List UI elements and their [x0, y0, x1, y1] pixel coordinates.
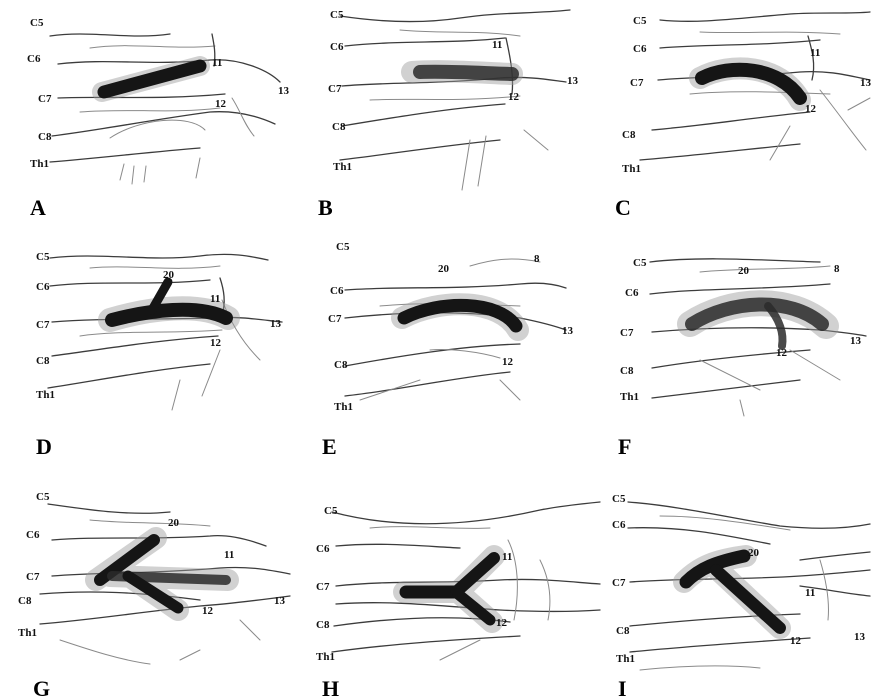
- label-11: 11: [224, 549, 234, 561]
- label-13: 13: [860, 77, 872, 89]
- panel-a: C5 C6 C7 C8 Th1 11 12 13 A: [27, 17, 290, 220]
- label-20: 20: [168, 517, 180, 529]
- label-13: 13: [562, 325, 574, 337]
- label-c7: C7: [316, 581, 330, 593]
- label-th1: Th1: [30, 158, 49, 170]
- label-th1: Th1: [36, 389, 55, 401]
- label-13: 13: [567, 75, 579, 87]
- label-13: 13: [278, 85, 290, 97]
- label-c5: C5: [612, 493, 626, 505]
- panel-label-i: I: [618, 676, 627, 700]
- label-13: 13: [854, 631, 866, 643]
- panel-label-f: F: [618, 434, 631, 459]
- panel-label-c: C: [615, 195, 631, 220]
- label-12: 12: [215, 98, 227, 110]
- label-c7: C7: [328, 313, 342, 325]
- label-20: 20: [438, 263, 450, 275]
- panel-label-h: H: [322, 676, 339, 700]
- label-20: 20: [748, 547, 760, 559]
- label-c7: C7: [620, 327, 634, 339]
- label-c5: C5: [633, 15, 647, 27]
- label-12: 12: [210, 337, 222, 349]
- label-12: 12: [502, 356, 514, 368]
- panel-c: C5 C6 C7 C8 Th1 11 12 13 C: [615, 12, 872, 220]
- panel-label-b: B: [318, 195, 333, 220]
- label-c6: C6: [330, 41, 344, 53]
- label-c6: C6: [36, 281, 50, 293]
- label-13: 13: [270, 318, 282, 330]
- label-13: 13: [274, 595, 286, 607]
- label-11: 11: [810, 47, 820, 59]
- label-13: 13: [850, 335, 862, 347]
- label-11: 11: [492, 39, 502, 51]
- label-c7: C7: [630, 77, 644, 89]
- label-th1: Th1: [620, 391, 639, 403]
- label-c5: C5: [633, 257, 647, 269]
- label-8: 8: [534, 253, 540, 265]
- label-c6: C6: [612, 519, 626, 531]
- label-th1: Th1: [18, 627, 37, 639]
- label-c6: C6: [330, 285, 344, 297]
- panel-label-e: E: [322, 434, 337, 459]
- label-12: 12: [776, 347, 788, 359]
- panel-g: C5 C6 C7 C8 Th1 20 11 12 13 G: [18, 491, 290, 700]
- label-11: 11: [502, 551, 512, 563]
- label-c8: C8: [36, 355, 50, 367]
- label-c8: C8: [620, 365, 634, 377]
- label-c5: C5: [30, 17, 44, 29]
- label-8: 8: [834, 263, 840, 275]
- panel-f: C5 C6 C7 C8 Th1 20 8 12 13 F: [618, 257, 866, 459]
- label-c7: C7: [328, 83, 342, 95]
- label-12: 12: [805, 103, 817, 115]
- label-11: 11: [212, 57, 222, 69]
- label-12: 12: [496, 617, 508, 629]
- label-c6: C6: [27, 53, 41, 65]
- label-c7: C7: [38, 93, 52, 105]
- label-c5: C5: [36, 251, 50, 263]
- panel-e: C5 C6 C7 C8 Th1 20 8 12 13 E: [322, 241, 574, 459]
- label-20: 20: [738, 265, 750, 277]
- panel-i: C5 C6 C7 C8 Th1 20 11 12 13 I: [612, 493, 870, 700]
- label-th1: Th1: [616, 653, 635, 665]
- label-th1: Th1: [316, 651, 335, 663]
- panel-b: C5 C6 C7 C8 Th1 11 12 13 B: [318, 9, 579, 220]
- panel-d: C5 C6 C7 C8 Th1 20 11 12 13 D: [36, 251, 282, 459]
- label-c8: C8: [616, 625, 630, 637]
- label-11: 11: [210, 293, 220, 305]
- label-c7: C7: [612, 577, 626, 589]
- label-12: 12: [202, 605, 214, 617]
- label-11: 11: [805, 587, 815, 599]
- panel-label-d: D: [36, 434, 52, 459]
- label-th1: Th1: [334, 401, 353, 413]
- panel-label-a: A: [30, 195, 46, 220]
- label-c8: C8: [622, 129, 636, 141]
- label-c7: C7: [26, 571, 40, 583]
- label-c8: C8: [334, 359, 348, 371]
- label-c6: C6: [625, 287, 639, 299]
- label-c7: C7: [36, 319, 50, 331]
- label-c6: C6: [633, 43, 647, 55]
- label-c6: C6: [26, 529, 40, 541]
- label-th1: Th1: [333, 161, 352, 173]
- label-20: 20: [163, 269, 175, 281]
- label-c8: C8: [316, 619, 330, 631]
- label-12: 12: [790, 635, 802, 647]
- label-c5: C5: [36, 491, 50, 503]
- label-c8: C8: [18, 595, 32, 607]
- label-c8: C8: [332, 121, 346, 133]
- label-c8: C8: [38, 131, 52, 143]
- label-th1: Th1: [622, 163, 641, 175]
- label-c5: C5: [336, 241, 350, 253]
- label-c5: C5: [330, 9, 344, 21]
- label-c5: C5: [324, 505, 338, 517]
- label-c6: C6: [316, 543, 330, 555]
- panel-h: C5 C6 C7 C8 Th1 11 12 H: [316, 502, 600, 700]
- label-12: 12: [508, 91, 520, 103]
- panel-label-g: G: [33, 676, 50, 700]
